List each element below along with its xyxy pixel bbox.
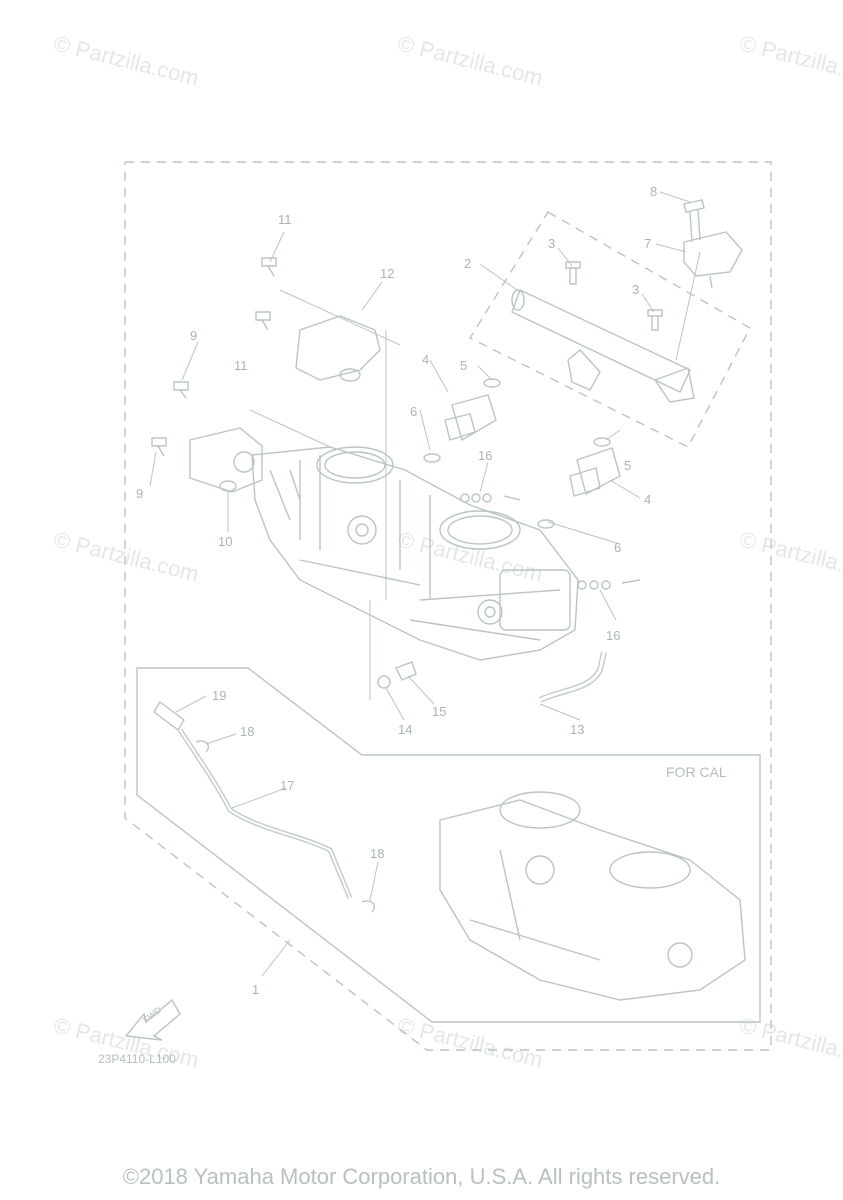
callout-16: 16: [606, 628, 621, 643]
callout-9: 9: [136, 486, 144, 501]
callout-6: 6: [410, 404, 418, 419]
inset-clip-18: [195, 740, 210, 753]
callout-14: 14: [398, 722, 413, 737]
sensor-7: [683, 231, 743, 289]
callout-11: 11: [278, 212, 292, 227]
sensor-10: [189, 427, 263, 493]
fwd-arrow-icon: [124, 998, 181, 1041]
callout-16: 16: [478, 448, 493, 463]
inset-fitting-19: [153, 700, 185, 732]
callout-10: 10: [218, 534, 233, 549]
callout-18: 18: [240, 724, 255, 739]
callout-3: 3: [632, 282, 640, 297]
callout-17: 17: [280, 778, 295, 793]
bolt-8: [683, 199, 705, 243]
callout-4: 4: [422, 352, 430, 367]
o-ring: [593, 437, 611, 447]
callout-18: 18: [370, 846, 385, 861]
clip-14: [377, 675, 391, 689]
callout-12: 12: [380, 266, 395, 281]
inset-throttle-body: [439, 791, 746, 1001]
sensor-12: [295, 315, 381, 382]
callout-3: 3: [548, 236, 556, 251]
callout-7: 7: [644, 236, 652, 251]
o-ring: [537, 519, 555, 529]
o-ring: [483, 378, 501, 388]
fuel-rail: [511, 289, 695, 403]
callout-15: 15: [432, 704, 447, 719]
callout-8: 8: [650, 184, 658, 199]
copyright-notice: ©2018 Yamaha Motor Corporation, U.S.A. A…: [122, 1164, 721, 1189]
o-ring: [423, 453, 441, 463]
callout-5: 5: [460, 358, 468, 373]
screw-9: [151, 381, 189, 457]
leader-lines: [149, 191, 701, 977]
callout-19: 19: [212, 688, 227, 703]
callout-6: 6: [614, 540, 622, 555]
fuel-rail-group-boundary: [469, 211, 751, 448]
inset-label: FOR CAL: [666, 764, 727, 780]
parts-16a: [460, 493, 521, 503]
parts-16b: [577, 579, 641, 590]
assembly-boundary: [124, 161, 772, 1051]
callout-5: 5: [624, 458, 632, 473]
callout-1: 1: [252, 982, 260, 997]
inset-hose-17: [177, 728, 353, 899]
callout-4: 4: [644, 492, 652, 507]
for-cal-inset-border: [136, 667, 761, 1023]
screw-11: [255, 257, 277, 331]
callout-13: 13: [570, 722, 585, 737]
screws-3: [565, 261, 663, 331]
throttle-body-assembly: [251, 446, 579, 661]
injectors-4: [444, 394, 621, 497]
callout-11: 11: [234, 358, 248, 373]
callout-9: 9: [190, 328, 198, 343]
reference-code: 23P4110-L100: [98, 1052, 176, 1066]
cap-15: [395, 661, 417, 681]
callout-2: 2: [464, 256, 472, 271]
inset-clip-18: [361, 900, 376, 913]
